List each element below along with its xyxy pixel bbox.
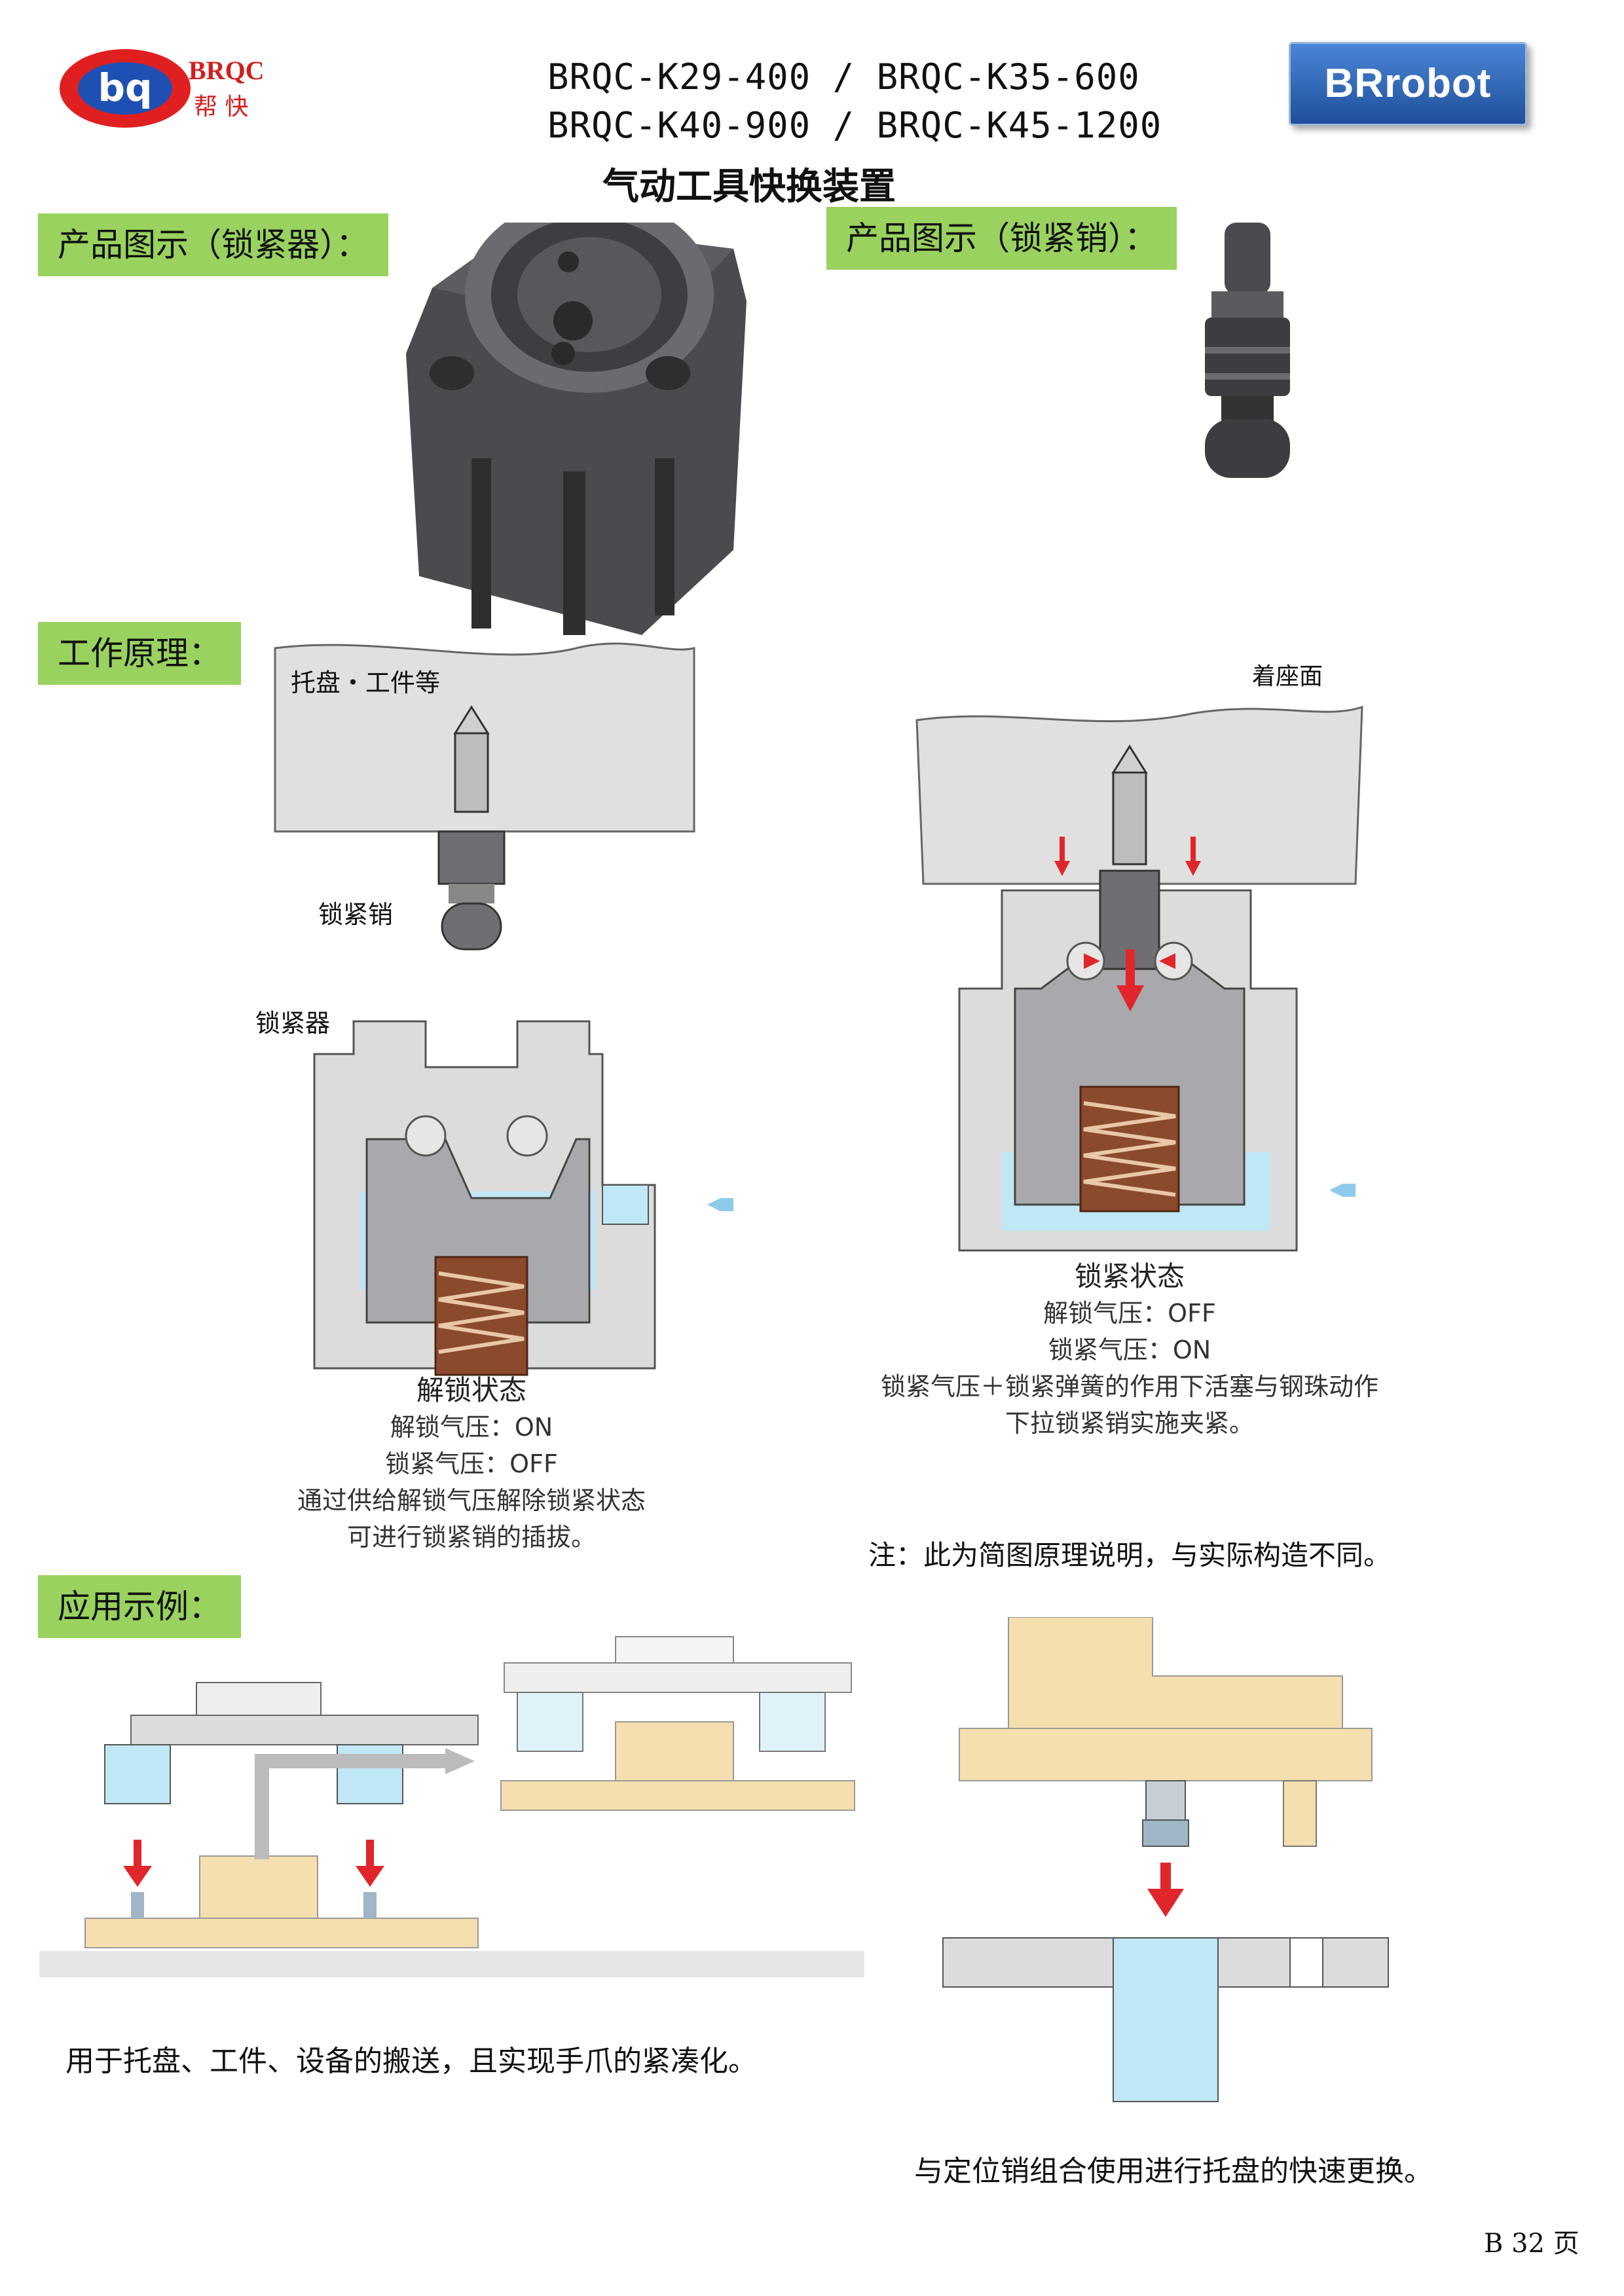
- lock-caption: 锁紧状态 解锁气压：OFF 锁紧气压：ON 锁紧气压＋锁紧弹簧的作用下活塞与钢珠…: [864, 1258, 1395, 1442]
- page-title: 气动工具快换装置: [602, 166, 896, 208]
- unlock-line3: 通过供给解锁气压解除锁紧状态: [297, 1486, 646, 1515]
- unlock-state-diagram: [236, 635, 733, 1381]
- unlock-line4: 可进行锁紧销的插拔。: [346, 1523, 596, 1552]
- lock-state-diagram: [904, 694, 1375, 1270]
- lock-title: 锁紧状态: [1074, 1260, 1185, 1292]
- label-seat: 着座面: [1252, 663, 1323, 690]
- brand-name-cn: 帮 快: [194, 94, 249, 120]
- section-label-application: 应用示例：: [38, 1575, 241, 1638]
- application-caption-right: 与定位销组合使用进行托盘的快速更换。: [914, 2155, 1433, 2188]
- principle-note: 注：此为简图原理说明，与实际构造不同。: [868, 1539, 1392, 1571]
- brand-name-en: BRQC: [189, 56, 265, 85]
- section-label-product-pin: 产品图示（锁紧销）：: [826, 207, 1177, 270]
- pin-product-image: [1192, 223, 1297, 484]
- locker-product-image: [393, 196, 760, 642]
- application-caption-left: 用于托盘、工件、设备的搬送，且实现手爪的紧凑化。: [65, 2045, 757, 2078]
- svg-text:bq: bq: [98, 65, 152, 110]
- label-pin: 锁紧销: [318, 900, 394, 929]
- brrobot-badge: BRrobot: [1289, 42, 1527, 126]
- lock-line3: 锁紧气压＋锁紧弹簧的作用下活塞与钢珠动作: [880, 1372, 1378, 1401]
- application-pallet-change-diagram: [936, 1616, 1395, 2121]
- unlock-line1: 解锁气压：ON: [390, 1413, 553, 1442]
- unlock-line2: 锁紧气压：OFF: [385, 1449, 558, 1478]
- unlock-caption: 解锁状态 解锁气压：ON 锁紧气压：OFF 通过供给解锁气压解除锁紧状态 可进行…: [288, 1372, 655, 1556]
- model-list-line2: BRQC-K40-900 / BRQC-K45-1200: [547, 105, 1162, 146]
- label-locker: 锁紧器: [255, 1009, 331, 1038]
- section-label-principle: 工作原理：: [38, 622, 241, 685]
- unlock-title: 解锁状态: [416, 1374, 526, 1406]
- model-list-line1: BRQC-K29-400 / BRQC-K35-600: [547, 56, 1140, 98]
- lock-line4: 下拉锁紧销实施夹紧。: [1005, 1409, 1254, 1438]
- label-pallet: 托盘・工件等: [291, 668, 441, 697]
- brand-logo-icon: bq: [60, 49, 191, 128]
- lock-line1: 解锁气压：OFF: [1043, 1299, 1216, 1328]
- lock-line2: 锁紧气压：ON: [1048, 1336, 1211, 1364]
- page-number: B 32 页: [1484, 2229, 1579, 2259]
- section-label-product-locker: 产品图示（锁紧器）：: [38, 213, 388, 276]
- brand-logo: bq: [56, 46, 266, 131]
- application-transfer-diagram: [39, 1630, 877, 1984]
